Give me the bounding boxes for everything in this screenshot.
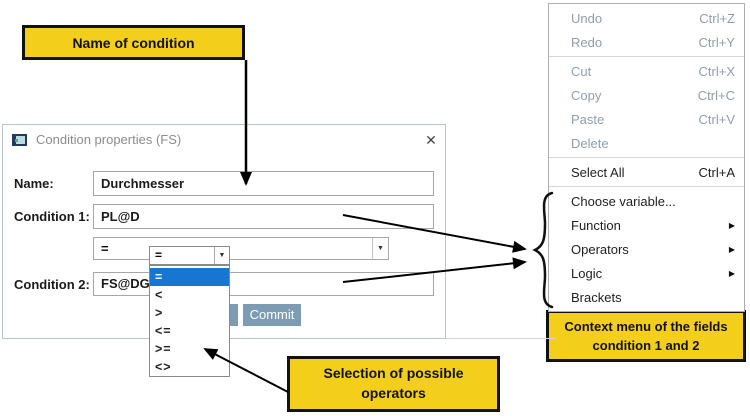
callout-context-menu: Context menu of the fields condition 1 a… <box>546 310 746 362</box>
dialog-titlebar[interactable]: Condition properties (FS) ✕ <box>3 125 445 153</box>
dialog-window-icon <box>12 134 27 146</box>
operator-dropdown-list: =<><=>=<> <box>149 265 230 377</box>
menu-item-cut: Cut Ctrl+X <box>549 59 744 83</box>
condition1-input[interactable]: PL@D <box>93 204 434 229</box>
menu-item-label: Paste <box>571 111 605 127</box>
operator-option-2[interactable]: > <box>155 306 164 320</box>
callout-text-line2: condition 1 and 2 <box>592 338 700 353</box>
menu-item-label: Brackets <box>571 289 622 305</box>
menu-item-label: Operators <box>571 241 629 257</box>
callout-text-line1: Selection of possible <box>323 365 464 382</box>
operator-option-0[interactable]: = <box>150 268 229 286</box>
menu-item-undo: Undo Ctrl+Z <box>549 6 744 30</box>
menu-item-shortcut: Ctrl+A <box>698 164 735 180</box>
menu-item-label: Cut <box>571 63 592 79</box>
callout-text-line1: Context menu of the fields <box>564 318 728 334</box>
menu-separator <box>549 56 744 57</box>
dropdown-arrow-icon[interactable]: ▼ <box>214 247 229 264</box>
menu-item-label: Delete <box>571 135 609 151</box>
menu-item-label: Choose variable... <box>571 193 676 209</box>
operator-option-5[interactable]: <> <box>155 360 172 374</box>
name-label: Name: <box>14 176 54 191</box>
menu-item-delete: Delete <box>549 131 744 155</box>
screenshot-edge-line <box>446 338 556 339</box>
name-input[interactable]: Durchmesser <box>93 171 434 196</box>
callout-name-of-condition: Name of condition <box>22 25 245 60</box>
submenu-arrow-icon: ▶ <box>728 268 735 278</box>
callout-text: Name of condition <box>72 34 195 51</box>
operator-option-3[interactable]: <= <box>155 324 172 338</box>
condition2-input[interactable]: FS@DG <box>93 272 434 296</box>
operator-combobox[interactable]: = ▼ <box>93 237 389 260</box>
dialog-title: Condition properties (FS) <box>36 132 182 147</box>
menu-item-shortcut: Ctrl+V <box>698 111 735 127</box>
menu-item-label: Select All <box>571 164 625 180</box>
context-menu: Undo Ctrl+Z Redo Ctrl+Y Cut Ctrl+X Copy Ctrl+C P… <box>548 3 745 312</box>
operator-option-1[interactable]: < <box>155 288 164 302</box>
submenu-arrow-icon: ▶ <box>728 220 735 230</box>
menu-item-label: Logic <box>571 265 603 281</box>
menu-item-operators[interactable]: Operators ▶ <box>549 237 744 261</box>
menu-item-shortcut: Ctrl+X <box>698 63 735 79</box>
menu-item-label: Function <box>571 217 621 233</box>
operator-combobox-value: = <box>101 241 109 256</box>
menu-item-paste: Paste Ctrl+V <box>549 107 744 131</box>
menu-item-choose-variable[interactable]: Choose variable... <box>549 189 744 213</box>
operator-combobox-open[interactable]: = ▼ <box>149 246 230 265</box>
menu-item-redo: Redo Ctrl+Y <box>549 30 744 54</box>
menu-separator <box>549 186 744 187</box>
menu-item-shortcut: Ctrl+C <box>697 87 735 103</box>
menu-item-copy: Copy Ctrl+C <box>549 83 744 107</box>
menu-item-label: Undo <box>571 10 603 26</box>
callout-text-line2: operators <box>361 385 426 401</box>
menu-item-label: Copy <box>571 87 602 103</box>
close-icon[interactable]: ✕ <box>425 132 437 148</box>
menu-item-select-all[interactable]: Select All Ctrl+A <box>549 160 744 184</box>
condition2-label: Condition 2: <box>14 277 90 292</box>
menu-item-label: Redo <box>571 34 603 50</box>
menu-item-function[interactable]: Function ▶ <box>549 213 744 237</box>
menu-item-shortcut: Ctrl+Y <box>698 34 735 50</box>
operator-option-4[interactable]: >= <box>155 342 172 356</box>
operator-combobox-open-value: = <box>155 248 163 262</box>
dropdown-arrow-icon[interactable]: ▼ <box>372 238 388 259</box>
condition1-label: Condition 1: <box>14 209 90 224</box>
commit-button[interactable]: Commit <box>243 304 301 326</box>
menu-item-shortcut: Ctrl+Z <box>699 10 735 26</box>
callout-operator-selection: Selection of possible operators <box>287 356 500 412</box>
condition-properties-dialog: Condition properties (FS) ✕ Name: Durchm… <box>2 124 446 377</box>
menu-separator <box>549 157 744 158</box>
submenu-arrow-icon: ▶ <box>728 244 735 254</box>
menu-item-brackets[interactable]: Brackets <box>549 285 744 309</box>
menu-item-logic[interactable]: Logic ▶ <box>549 261 744 285</box>
